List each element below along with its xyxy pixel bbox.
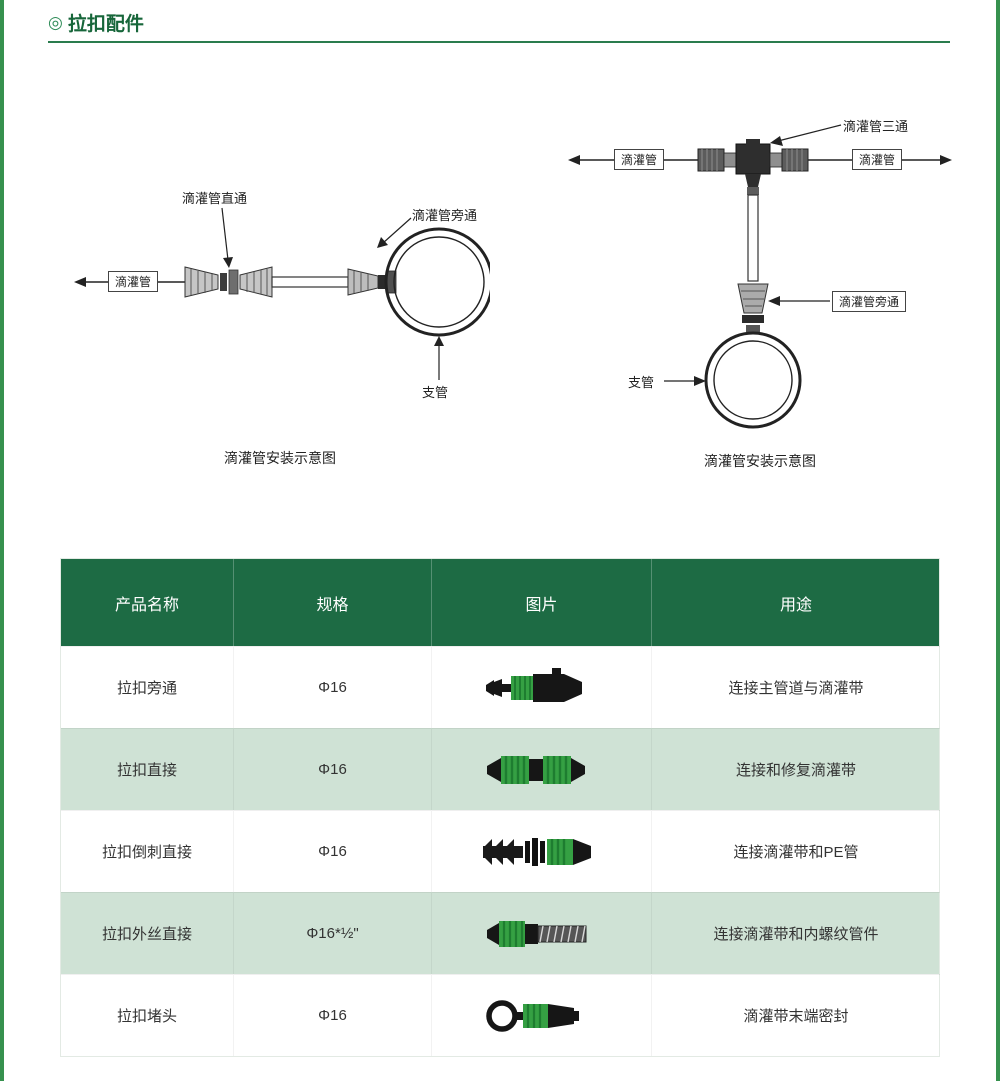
product-table: 产品名称 规格 图片 用途 拉扣旁通 Φ16 连接主管道与滴灌带 [60,558,940,1057]
section-header: ◎ 拉扣配件 [48,9,144,36]
label-branch-pipe: 支管 [422,385,449,400]
product-use: 连接主管道与滴灌带 [651,646,940,728]
label-branch-pipe: 支管 [628,375,655,390]
diagram-left-caption: 滴灌管安装示意图 [224,450,336,466]
page-title: 拉扣配件 [67,14,144,35]
product-name: 拉扣直接 [61,728,233,810]
product-use: 连接和修复滴灌带 [651,728,940,810]
straight-coupling-image [431,728,651,810]
table-row: 拉扣倒刺直接 Φ16 连接 [61,810,940,892]
diagram-inline-installation: 滴灌管直通 滴灌管 滴灌管旁通 支管 滴灌管安装示意图 [70,90,490,480]
product-name: 拉扣外丝直接 [61,892,233,974]
male-thread-coupling-image [431,892,651,974]
header-divider [48,41,950,43]
label-bypass-connector: 滴灌管旁通 [412,208,478,223]
product-use: 连接滴灌带和内螺纹管件 [651,892,940,974]
column-header-image: 图片 [431,559,651,646]
diagram-left-drawing [74,207,490,380]
label-drip-pipe-left: 滴灌管 [614,149,665,170]
product-spec: Φ16 [233,646,431,728]
bypass-connector-image [431,646,651,728]
product-name: 拉扣旁通 [61,646,233,728]
table-header-row: 产品名称 规格 图片 用途 [61,559,939,646]
table-row: 拉扣直接 Φ16 连接和修复滴灌带 [61,728,940,810]
product-name: 拉扣倒刺直接 [61,810,233,892]
table-row: 拉扣外丝直接 Φ16*½" 连接滴灌带和内螺纹管件 [61,892,940,974]
product-name: 拉扣堵头 [61,974,233,1056]
label-bypass-connector: 滴灌管旁通 [832,291,907,312]
barbed-coupling-image [431,810,651,892]
product-spec: Φ16*½" [233,892,431,974]
diagram-right-caption: 滴灌管安装示意图 [704,453,816,469]
label-drip-pipe-right: 滴灌管 [852,149,903,170]
product-spec: Φ16 [233,974,431,1056]
product-use: 连接滴灌带和PE管 [651,810,940,892]
product-use: 滴灌带末端密封 [651,974,940,1056]
label-drip-pipe: 滴灌管 [108,271,159,292]
label-straight-connector: 滴灌管直通 [182,191,248,206]
product-spec: Φ16 [233,810,431,892]
table-row: 拉扣堵头 Φ16 滴灌带末端密封 [61,974,940,1056]
page-border-right [996,0,1000,1081]
table-row: 拉扣旁通 Φ16 连接主管道与滴灌带 [61,646,940,728]
diagram-tee-installation: 滴灌管三通 滴灌管 滴灌管 滴灌管旁通 支管 滴灌管安装示意图 [560,95,960,485]
section-bullet-icon: ◎ [48,12,63,32]
label-tee-connector: 滴灌管三通 [843,119,909,134]
product-spec: Φ16 [233,728,431,810]
column-header-use: 用途 [651,559,940,646]
end-plug-image [431,974,651,1056]
column-header-product-name: 产品名称 [114,596,179,614]
page-border-left [0,0,4,1081]
column-header-spec: 规格 [233,559,431,646]
